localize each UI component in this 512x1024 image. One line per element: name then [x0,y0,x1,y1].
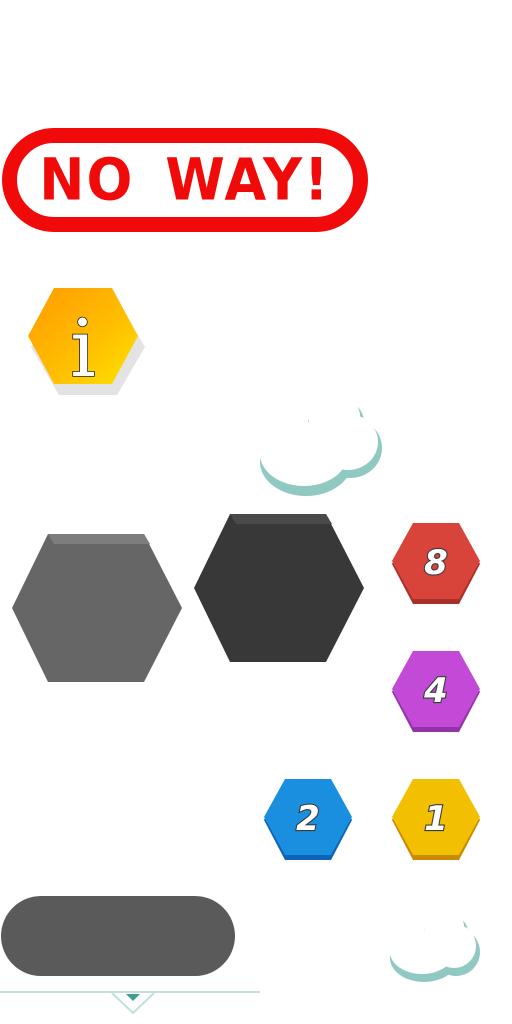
cloud-lower [390,910,480,982]
chevron-down-icon[interactable] [110,992,156,1016]
tile-1[interactable]: 1 [390,778,482,862]
tile-label-1: 1 [424,799,448,839]
tile-label-4: 4 [423,671,448,711]
slot-hexagon-left[interactable] [10,532,184,684]
tile-4[interactable]: 4 [390,650,482,734]
bottom-panel-edge [0,991,260,993]
slot-hexagon-center[interactable] [192,512,366,664]
cloud-upper [260,394,382,496]
tile-8[interactable]: 8 [390,522,482,606]
tile-2[interactable]: 2 [262,778,354,862]
dark-pill-button[interactable] [1,896,235,976]
tile-label-8: 8 [424,543,448,583]
banner-text: NO WAY! [39,145,331,214]
tile-label-2: 2 [296,799,320,839]
info-button[interactable]: i [24,286,145,398]
no-way-banner: NO WAY! [2,128,368,232]
info-icon: i [69,301,96,396]
info-glyph: i [70,302,96,395]
